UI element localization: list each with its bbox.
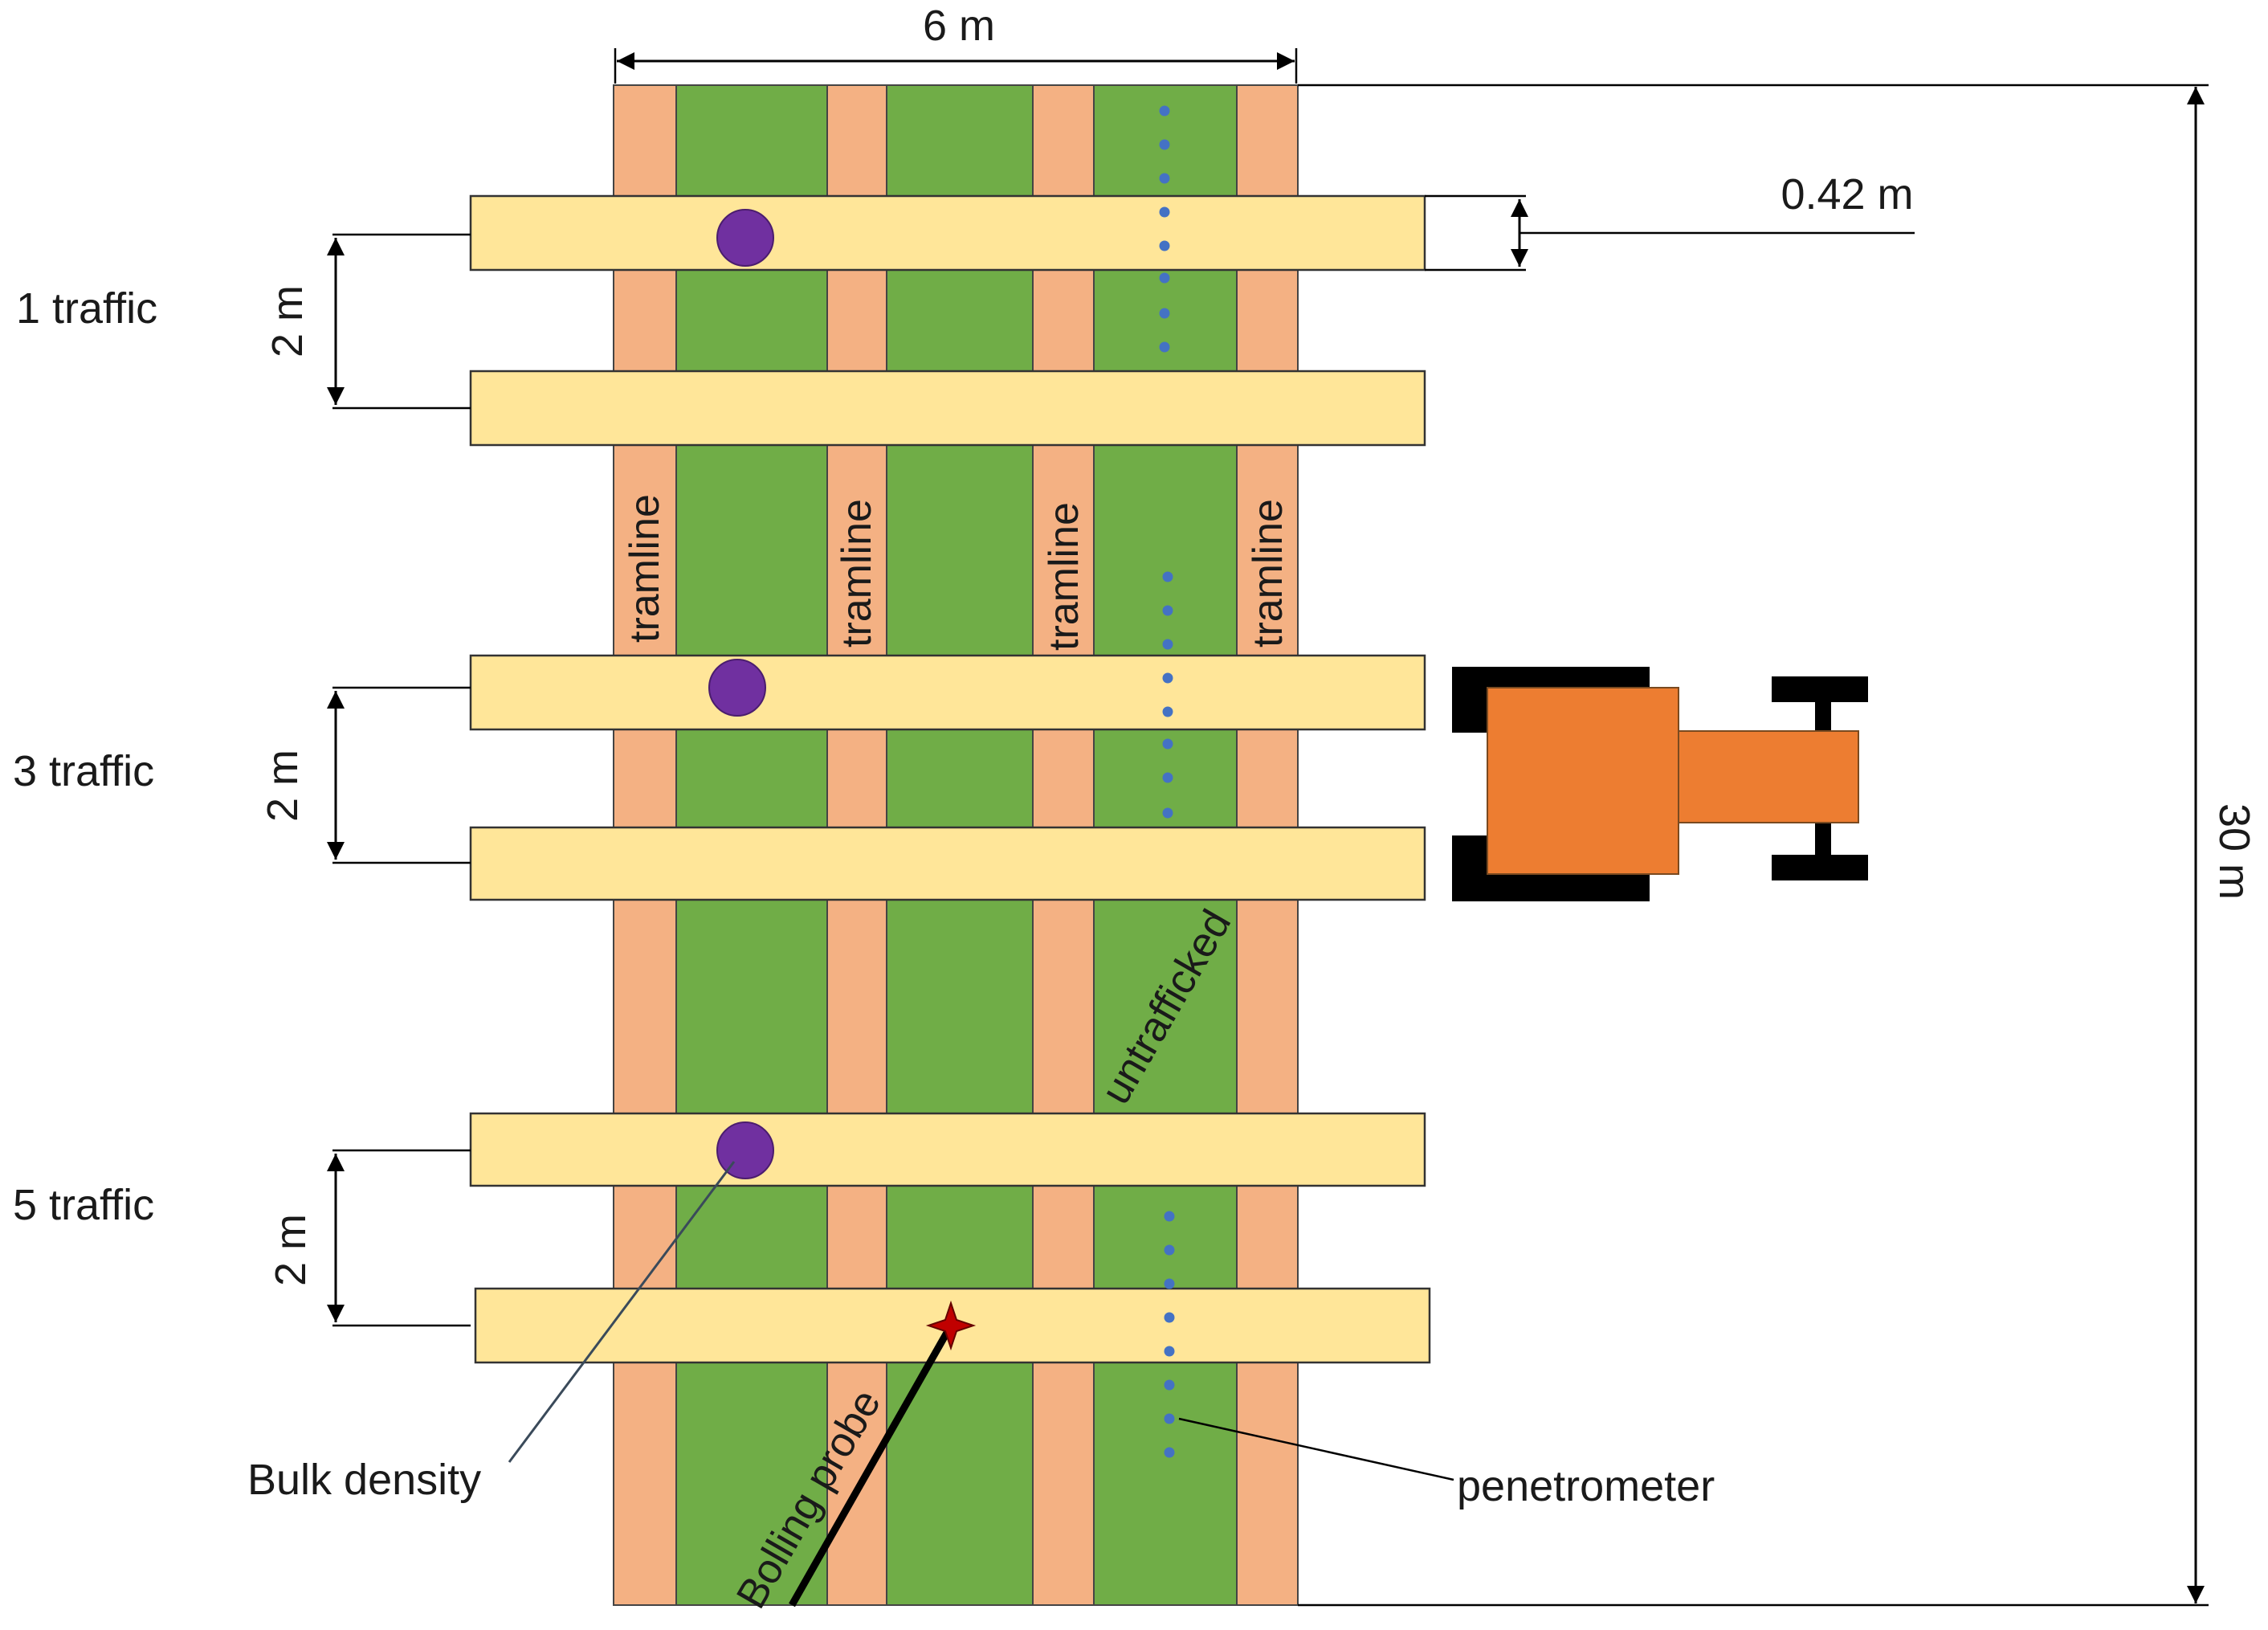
penetrometer-dot (1164, 1244, 1175, 1256)
bulk-density-marker-3 (708, 659, 766, 717)
tramline-label-1: tramline (622, 494, 668, 643)
bulk-density-marker-5 (716, 1121, 774, 1179)
bolling-probe-line (789, 1323, 954, 1608)
length-label: 30 m (2210, 803, 2258, 900)
tramline-label-4: tramline (1245, 499, 1291, 648)
penetrometer-dot (1159, 206, 1170, 218)
spacing-label-3: 2 m (259, 750, 307, 822)
traffic-label-1: 1 traffic (16, 284, 157, 333)
spacing-dimension-1: 2 m (263, 233, 471, 410)
traffic-label-3: 3 traffic (13, 747, 154, 795)
penetrometer-dot (1162, 639, 1173, 650)
penetrometer-dot (1162, 672, 1173, 684)
length-dimension: 30 m (1298, 84, 2258, 1607)
penetrometer-dot (1159, 105, 1170, 116)
penetrometer-dot (1164, 1312, 1175, 1323)
traffic-label-5: 5 traffic (13, 1181, 154, 1229)
penetrometer-dot (1162, 605, 1173, 616)
strip-width-dimension: 0.42 m (1425, 170, 1915, 272)
tractor-cab (1487, 687, 1679, 875)
traffic-strip-3b (469, 826, 1426, 901)
width-dimension: 6 m (614, 2, 1298, 84)
penetrometer-dot (1164, 1278, 1175, 1289)
strip-width-label: 0.42 m (1781, 170, 1913, 219)
penetrometer-dot (1162, 807, 1173, 819)
star-marker (925, 1300, 977, 1351)
penetrometer-dot (1164, 1379, 1175, 1391)
traffic-strip-3a (469, 654, 1426, 731)
spacing-dimension-5: 2 m (267, 1149, 471, 1327)
traffic-strip-5a (469, 1112, 1426, 1187)
penetrometer-label: penetrometer (1457, 1462, 1715, 1510)
penetrometer-points (1159, 105, 1175, 1458)
tramline-label-3: tramline (1041, 502, 1087, 651)
tractor-bonnet (1678, 730, 1859, 823)
penetrometer-dot (1164, 1346, 1175, 1357)
bulk-density-label: Bulk density (247, 1456, 481, 1504)
spacing-label-5: 2 m (267, 1214, 315, 1286)
penetrometer-dot (1159, 272, 1170, 284)
traffic-strip-1a (469, 194, 1426, 272)
penetrometer-dot (1162, 571, 1173, 582)
penetrometer-dot (1162, 738, 1173, 750)
bulk-density-marker-1 (716, 209, 774, 267)
bulk-density-callout: Bulk density (247, 1161, 736, 1504)
penetrometer-dot (1162, 706, 1173, 717)
traffic-strip-1b (469, 370, 1426, 447)
spacing-label-1: 2 m (263, 285, 312, 357)
penetrometer-dot (1164, 1413, 1175, 1424)
penetrometer-dot (1159, 173, 1170, 184)
tramline-labels: tramline tramline tramline tramline (622, 494, 1291, 651)
tramline-label-2: tramline (834, 499, 880, 648)
tractor-icon (1452, 667, 1868, 901)
penetrometer-dot (1164, 1447, 1175, 1458)
penetrometer-dot (1159, 341, 1170, 353)
penetrometer-dot (1159, 139, 1170, 150)
penetrometer-dot (1162, 772, 1173, 783)
penetrometer-dot (1164, 1211, 1175, 1222)
penetrometer-dot (1159, 240, 1170, 251)
width-label: 6 m (923, 2, 995, 50)
penetrometer-callout: penetrometer (1178, 1417, 1715, 1510)
spacing-dimension-3: 2 m (259, 686, 471, 864)
penetrometer-dot (1159, 308, 1170, 319)
